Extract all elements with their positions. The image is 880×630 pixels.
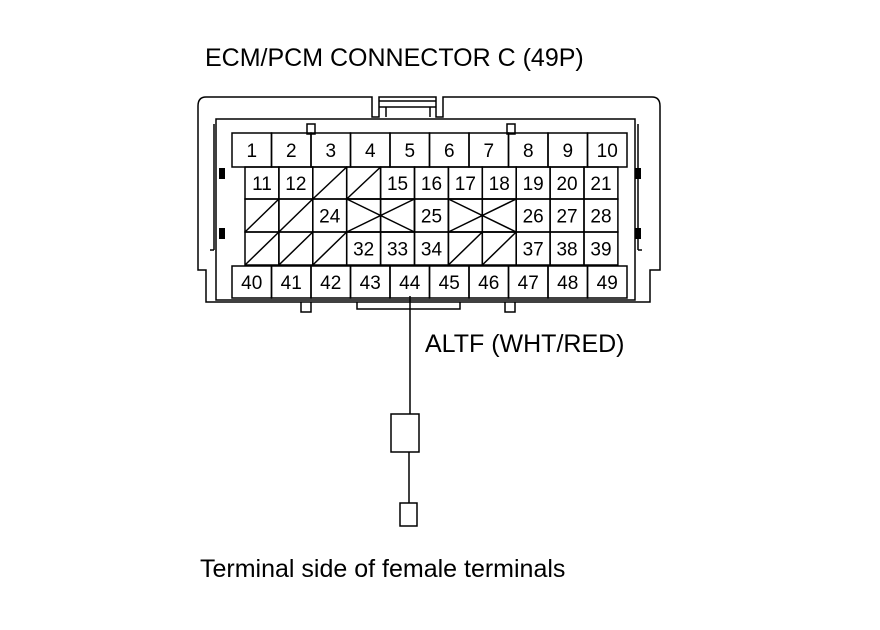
pin-number: 32 — [353, 240, 374, 261]
blank-plug-mark — [312, 231, 348, 266]
pin-number: 28 — [590, 207, 611, 228]
blank-cavity — [345, 198, 382, 233]
side-rail-left — [210, 124, 215, 251]
lock-mark — [219, 228, 225, 239]
top-tab-right — [506, 123, 516, 135]
connector-latch — [379, 100, 436, 117]
pin-number: 39 — [590, 240, 611, 261]
pin-number: 27 — [556, 207, 577, 228]
connector-housing — [197, 96, 661, 303]
blank-plug-mark — [447, 231, 483, 266]
pin-number: 24 — [319, 207, 341, 228]
lock-mark — [635, 228, 641, 239]
pin-number: 6 — [444, 141, 455, 162]
pin-number: 40 — [241, 273, 262, 294]
blank-plug-mark — [278, 198, 314, 233]
pin-number: 3 — [325, 141, 336, 162]
pin-number: 16 — [421, 174, 442, 195]
pin-number: 8 — [523, 141, 534, 162]
pin-number: 15 — [387, 174, 408, 195]
bottom-tab-left — [300, 302, 312, 313]
blank-plug-mark — [244, 198, 280, 233]
pin-cavity — [583, 231, 619, 266]
pin-number: 47 — [518, 273, 539, 294]
pin-number: 12 — [285, 174, 306, 195]
blank-plug-mark — [481, 231, 517, 266]
pin-number: 4 — [365, 141, 376, 162]
pin-cavity — [586, 265, 628, 299]
pin-number: 33 — [387, 240, 408, 261]
bottom-key — [356, 302, 461, 310]
terminal-large — [390, 413, 420, 453]
blank-cavity — [379, 198, 416, 233]
pin-number: 5 — [404, 141, 415, 162]
pin-number: 38 — [556, 240, 577, 261]
pin-number: 20 — [556, 174, 577, 195]
terminal-small — [399, 502, 418, 527]
pin-number: 21 — [590, 174, 611, 195]
pin-number: 45 — [439, 273, 460, 294]
pin-number: 17 — [455, 174, 476, 195]
wire-label: ALTF (WHT/RED) — [425, 330, 625, 358]
pin-number: 10 — [597, 141, 618, 162]
bottom-tab-right — [504, 302, 516, 313]
pin-number: 26 — [523, 207, 544, 228]
pin-number: 2 — [286, 141, 297, 162]
pin-number: 41 — [281, 273, 302, 294]
pin-number: 46 — [478, 273, 499, 294]
blank-plug-mark — [346, 166, 382, 200]
lock-mark — [635, 168, 641, 179]
pin-number: 37 — [523, 240, 544, 261]
blank-plug-mark — [244, 231, 280, 266]
pin-number: 1 — [246, 141, 257, 162]
pin-number: 18 — [489, 174, 510, 195]
pin-number: 19 — [523, 174, 544, 195]
inner-frame — [215, 118, 636, 301]
pin-number: 34 — [421, 240, 443, 261]
pin-number: 42 — [320, 273, 341, 294]
lock-mark — [219, 168, 225, 179]
pin-number: 25 — [421, 207, 442, 228]
view-caption: Terminal side of female terminals — [200, 555, 566, 583]
cross-mark — [346, 198, 415, 233]
pin-number: 48 — [557, 273, 578, 294]
blank-cavity — [481, 198, 517, 233]
pin-number: 49 — [597, 273, 618, 294]
pin-number: 7 — [483, 141, 494, 162]
blank-plug-mark — [278, 231, 314, 266]
pin-number: 44 — [399, 273, 421, 294]
blank-plug-mark — [312, 166, 348, 200]
blank-cavity — [447, 198, 484, 233]
cross-mark — [448, 198, 517, 233]
pin-number: 9 — [562, 141, 573, 162]
pin-number: 11 — [252, 174, 272, 195]
pin-number: 43 — [360, 273, 381, 294]
connector-title: ECM/PCM CONNECTOR C (49P) — [205, 44, 584, 72]
